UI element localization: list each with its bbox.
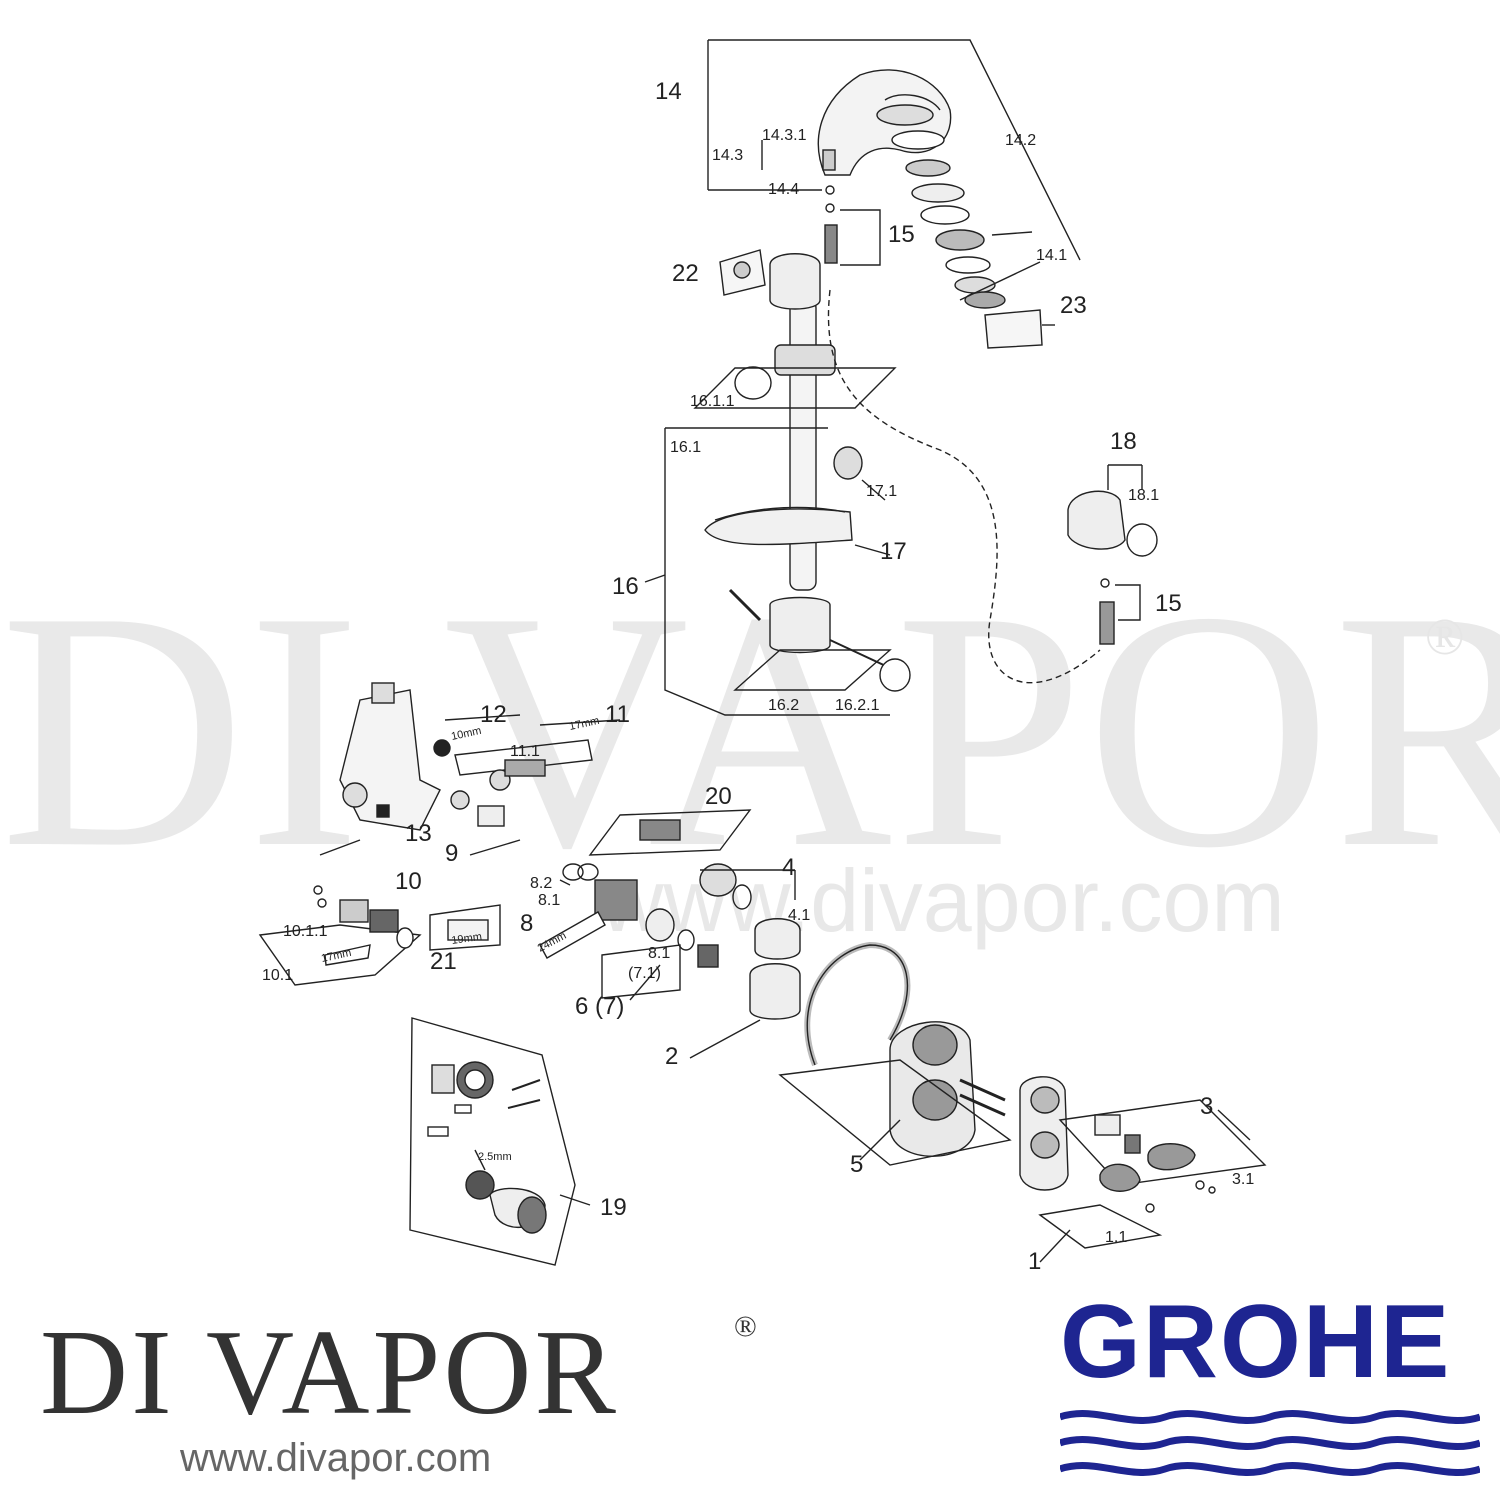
- tool-mark-10mm: 10mm: [450, 725, 482, 743]
- grohe-logo-waves: [1060, 1410, 1480, 1476]
- part-label-10-1-1: 10.1.1: [283, 923, 328, 940]
- part-label-10: 10: [395, 868, 422, 895]
- part-label-17: 17: [880, 538, 907, 565]
- trim-assembly: [689, 941, 1069, 1191]
- part-label-11: 11: [605, 701, 630, 728]
- part-label-16-2: 16.2: [768, 697, 800, 714]
- part-label-15-upper: 15: [888, 221, 915, 248]
- leader-lines: [444, 231, 1251, 1263]
- part-label-8-1-upper: 8.1: [538, 892, 561, 909]
- spray-head-discs: [876, 104, 1006, 309]
- part-label-4-1: 4.1: [788, 907, 811, 924]
- part-label-7-1: (7.1): [628, 965, 661, 982]
- part-label-9: 9: [445, 840, 459, 867]
- handle-assembly: [1038, 1099, 1267, 1249]
- part-label-20: 20: [705, 783, 732, 810]
- part-label-10-1: 10.1: [262, 967, 294, 984]
- part-label-11-1: 11.1: [510, 743, 540, 760]
- cartridge-parts-cluster: [258, 863, 801, 999]
- valve-body-assembly: [319, 682, 752, 856]
- brand-url: www.divapor.com: [180, 1436, 492, 1480]
- part-label-17-1: 17.1: [866, 483, 898, 500]
- part-label-8-2: 8.2: [530, 875, 553, 892]
- part-label-13: 13: [405, 820, 432, 847]
- part-label-1: 1: [1028, 1248, 1042, 1275]
- part-label-14: 14: [655, 78, 682, 105]
- part-label-3: 3: [1200, 1093, 1214, 1120]
- part-label-2: 2: [665, 1043, 679, 1070]
- hand-shower-assembly: [707, 39, 1081, 349]
- grohe-logo-text: GROHE: [1060, 1284, 1452, 1400]
- part-label-21: 21: [430, 948, 457, 975]
- part-label-14-2: 14.2: [1005, 132, 1037, 149]
- part-label-18: 18: [1110, 428, 1137, 455]
- part-label-16-1: 16.1: [670, 439, 702, 456]
- service-kit-box: [409, 1017, 576, 1266]
- part-label-19: 19: [600, 1194, 627, 1221]
- part-label-14-3-1: 14.3.1: [762, 127, 807, 144]
- part-label-1-1: 1.1: [1105, 1229, 1128, 1246]
- watermark-registered-mark: ®: [1425, 609, 1465, 666]
- tool-mark-19mm: 19mm: [451, 931, 483, 947]
- part-label-23: 23: [1060, 292, 1087, 319]
- part-label-4: 4: [782, 854, 796, 881]
- part-label-16-2-1: 16.2.1: [835, 697, 880, 714]
- part-label-12: 12: [480, 701, 507, 728]
- part-label-22: 22: [672, 260, 699, 287]
- part-label-18-1: 18.1: [1128, 487, 1160, 504]
- shower-rail-assembly: [644, 253, 911, 716]
- shower-hose: [827, 289, 1101, 684]
- part-label-16: 16: [612, 573, 639, 600]
- brand-name: DI VAPOR: [40, 1305, 619, 1440]
- part-label-5: 5: [850, 1151, 864, 1178]
- part-label-14-3: 14.3: [712, 147, 744, 164]
- brand-registered-mark: ®: [734, 1310, 757, 1343]
- part-label-6-7: 6 (7): [575, 993, 625, 1020]
- part-label-14-1: 14.1: [1036, 247, 1068, 264]
- part-label-15-lower: 15: [1155, 590, 1182, 617]
- tool-mark-2-5mm: 2.5mm: [478, 1151, 512, 1163]
- part-label-14-4: 14.4: [768, 181, 800, 198]
- part-label-8-1-lower: 8.1: [648, 945, 671, 962]
- part-label-16-1-1: 16.1.1: [690, 393, 735, 410]
- part-label-3-1: 3.1: [1232, 1171, 1255, 1188]
- watermark-text: DI VAPOR: [0, 541, 1500, 918]
- wall-outlet-assembly: [1067, 464, 1158, 645]
- part-label-8: 8: [520, 910, 534, 937]
- tool-mark-17mm-a: 17mm: [568, 715, 600, 733]
